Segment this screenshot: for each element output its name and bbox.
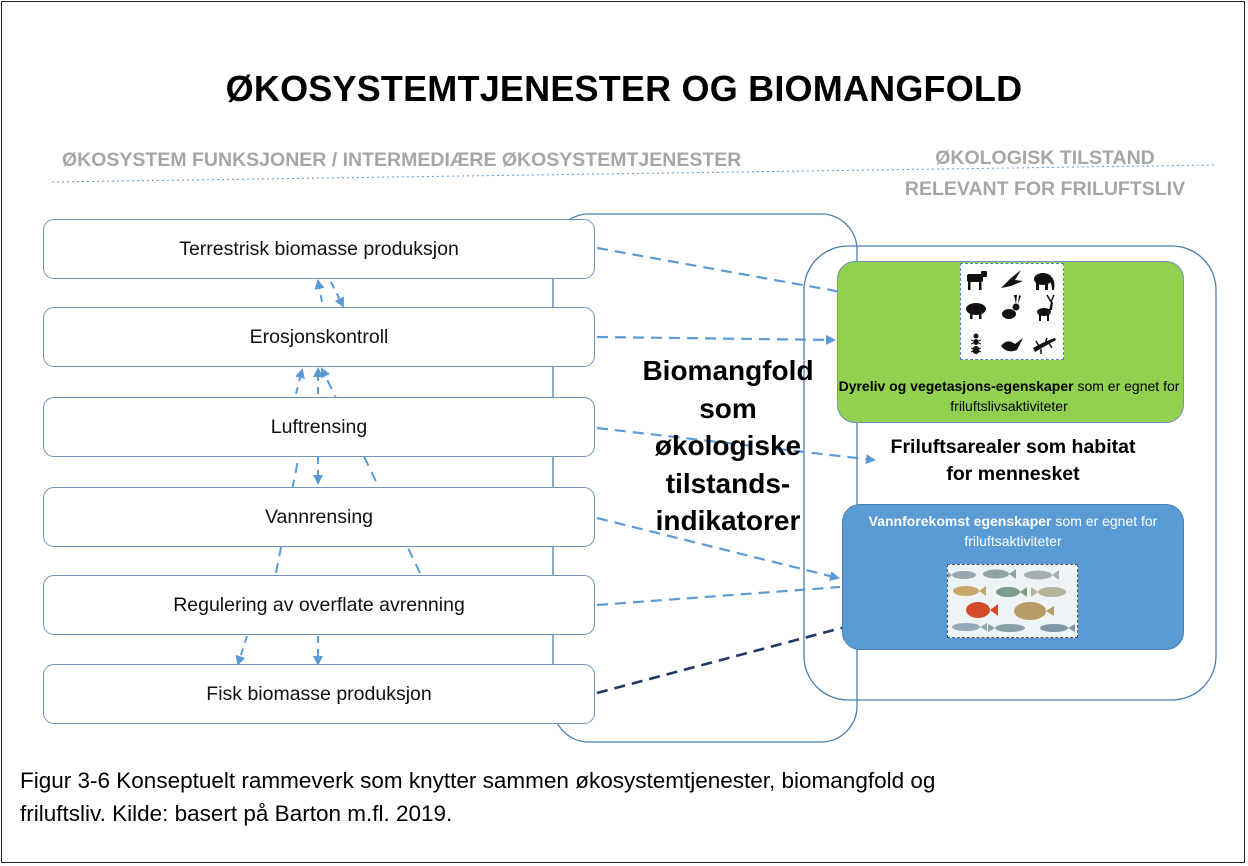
arrow-luft-to-erosjon-a <box>295 368 305 395</box>
wildlife-vegetation-bold: Dyreliv og vegetasjons-egenskaper <box>838 378 1074 394</box>
duck-icon <box>1001 338 1023 352</box>
ant-icon <box>970 333 982 354</box>
fish-icon <box>1024 570 1059 580</box>
habitat-line1: Friluftsarealer som habitat <box>890 436 1136 458</box>
arrow-erosjon-to-green <box>596 334 836 345</box>
function-box-luftrensing: Luftrensing <box>43 397 595 457</box>
fish-icon <box>1040 624 1075 632</box>
arrow-down-to-erosjon <box>330 281 344 308</box>
habitat-label: Friluftsarealer som habitat for menneske… <box>838 434 1188 488</box>
redfish-icon <box>966 602 998 618</box>
lizard-icon <box>1033 337 1056 354</box>
biomangfold-line5: indikatorer <box>655 505 801 536</box>
arrow-luftrensing-to-habitat <box>596 426 876 465</box>
animal-silhouettes <box>966 270 1056 354</box>
fish-icon <box>953 586 986 596</box>
cow-icon <box>967 271 987 290</box>
arrow-regulering-to-blue <box>596 585 841 607</box>
arrow-vannrensing-to-blue <box>596 516 840 581</box>
flatfish-icon <box>1014 602 1054 620</box>
arrow-regulering-to-fisk-a <box>235 635 248 666</box>
left-column-header: ØKOSYSTEM FUNKSJONER / INTERMEDIÆRE ØKOS… <box>62 149 742 171</box>
wildlife-vegetation-rest: som er egnet for friluftslivsaktiviteter <box>950 378 1180 414</box>
caption-line2: friluftsliv. Kilde: basert på Barton m.f… <box>20 801 453 826</box>
fish-icon <box>983 569 1016 579</box>
fish-collage <box>946 569 1075 632</box>
right-column-header-line2: RELEVANT FOR FRILUFTSLIV <box>904 178 1186 200</box>
deer-icon <box>1037 294 1055 321</box>
wildlife-vegetation-label: Dyreliv og vegetasjons-egenskaper som er… <box>830 376 1188 416</box>
right-column-header-line1: ØKOLOGISK TILSTAND <box>935 147 1155 169</box>
function-box-terrestrisk: Terrestrisk biomasse produksjon <box>43 219 595 279</box>
function-box-erosjon: Erosjonskontroll <box>43 307 595 367</box>
bird-icon <box>1001 270 1023 288</box>
caption-line1: Figur 3-6 Konseptuelt rammeverk som knyt… <box>20 768 936 793</box>
fish-icon <box>952 623 987 631</box>
diagram-title: ØKOSYSTEMTJENESTER OG BIOMANGFOLD <box>225 68 1023 109</box>
water-body-rest: som er egnet for friluftsaktiviteter <box>964 513 1158 549</box>
biomangfold-line2: som <box>699 392 757 424</box>
header-divider <box>51 164 1216 183</box>
function-box-regulering: Regulering av overflate avrenning <box>43 575 595 635</box>
animal-icon-grid <box>960 263 1064 360</box>
habitat-line2: for mennesket <box>946 463 1080 485</box>
arrow-terrestrisk-to-animals <box>596 246 960 317</box>
fish-collage-icon <box>946 564 1078 638</box>
elephant-icon <box>1034 273 1055 290</box>
fish-icon <box>946 570 976 580</box>
recreation-container <box>803 245 1217 701</box>
biomangfold-container <box>552 213 858 743</box>
fish-icon <box>1031 587 1066 597</box>
biomangfold-line1: Biomangfold <box>642 355 814 386</box>
water-body-label: Vannforekomst egenskaper som er egnet fo… <box>846 511 1180 551</box>
pig-icon <box>966 303 986 319</box>
fish-icon <box>988 624 1025 632</box>
fish-icon <box>996 587 1027 597</box>
function-box-fisk: Fisk biomasse produksjon <box>43 664 595 724</box>
function-box-vannrensing: Vannrensing <box>43 487 595 547</box>
biomangfold-line3: økologiske <box>654 430 802 461</box>
biomangfold-label: Biomangfold som økologiske tilstands- in… <box>588 352 868 540</box>
water-body-bold: Vannforekomst egenskaper <box>868 513 1052 529</box>
rabbit-icon <box>1002 295 1021 319</box>
biomangfold-line4: tilstands- <box>665 467 791 499</box>
figure-caption: Figur 3-6 Konseptuelt rammeverk som knyt… <box>20 764 1200 830</box>
arrow-up-to-terrestrisk <box>314 279 325 303</box>
